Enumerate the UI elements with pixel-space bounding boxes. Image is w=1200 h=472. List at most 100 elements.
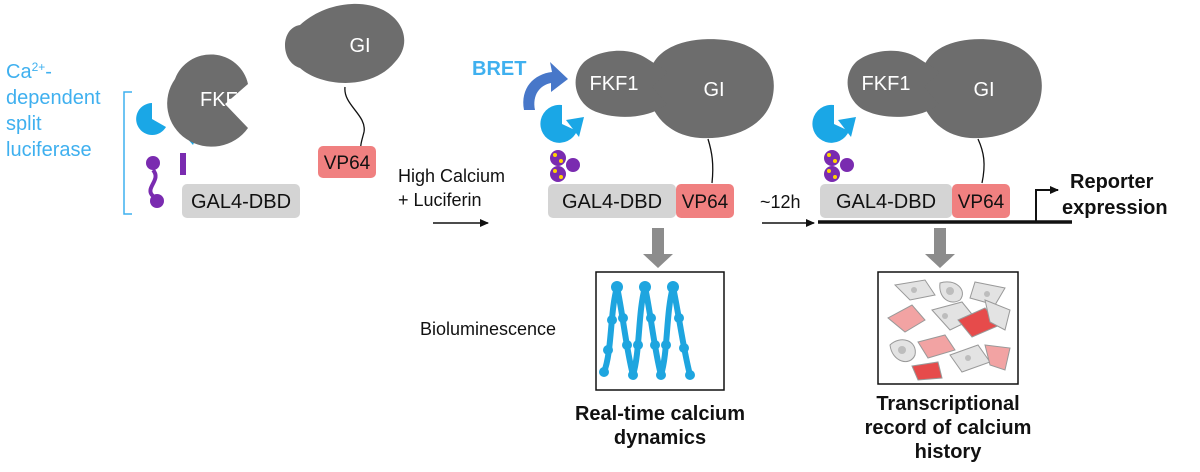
calmodulin-lobe-icon — [824, 166, 840, 182]
calmodulin-lobe-icon — [150, 194, 164, 208]
vp64-label: VP64 — [958, 192, 1005, 213]
cell-icon — [911, 361, 943, 381]
gi-label: GI — [349, 35, 370, 57]
fkf1-protein-shape — [575, 50, 668, 117]
gi-label: GI — [703, 79, 724, 101]
middle-panel: BRET GI FKF1 GAL4-DBD VP64 Bioluminescen… — [420, 39, 774, 449]
step2-label: ~12h — [760, 192, 801, 212]
step1-transition: High Calcium + Luciferin — [398, 166, 505, 227]
gal4-dbd-box — [548, 184, 676, 218]
m13-peptide-icon — [566, 158, 580, 172]
calcium-ion-icon — [559, 159, 563, 163]
nucleus — [946, 287, 954, 295]
luciferase-label-line4: luciferase — [6, 139, 92, 161]
left-panel: Ca2+- dependent split luciferase FKF1 GA… — [6, 3, 405, 218]
gi-protein-shape — [645, 39, 774, 139]
right-caption-line3: history — [915, 441, 983, 463]
calcium-ion-icon — [553, 169, 557, 173]
calmodulin-linker — [148, 168, 158, 198]
luciferase-label-line3: split — [6, 113, 42, 135]
fkf1-protein-shape — [847, 50, 940, 117]
trace-point — [618, 313, 628, 323]
gal4-dbd-box — [182, 184, 300, 218]
calcium-ion-icon — [827, 153, 831, 157]
gal4-dbd-box — [820, 184, 952, 218]
calcium-ion-icon — [833, 175, 837, 179]
step1-label-line2: + Luciferin — [398, 190, 482, 210]
luciferase-reconstituted-icon — [540, 104, 577, 143]
luciferase-reconstituted-icon — [812, 104, 849, 143]
right-panel: GI FKF1 GAL4-DBD VP64 Reporter expressio… — [812, 39, 1168, 463]
right-caption-line1: Transcriptional — [876, 393, 1019, 415]
calcium-ion-icon — [553, 153, 557, 157]
trace-point — [650, 340, 660, 350]
gi-protein-shape — [917, 39, 1042, 139]
calmodulin-icon — [146, 156, 160, 170]
nucleus — [911, 287, 917, 293]
trace-point — [674, 313, 684, 323]
bioluminescence-label: Bioluminescence — [420, 319, 556, 339]
gi-vp64-linker — [344, 86, 365, 151]
trace-point — [603, 345, 613, 355]
nucleus — [965, 355, 971, 361]
cell-nuclei — [898, 287, 990, 361]
luciferase-label-line1: Ca2+- — [6, 60, 52, 83]
bret-label: BRET — [472, 58, 526, 80]
gi-label: GI — [973, 79, 994, 101]
cell-population — [887, 279, 1011, 381]
step1-label-line1: High Calcium — [398, 166, 505, 186]
trace-point — [628, 370, 638, 380]
gal4-dbd-label: GAL4-DBD — [191, 191, 291, 213]
gi-protein-shape — [285, 3, 405, 83]
reporter-label-line1: Reporter — [1070, 171, 1154, 193]
fkf1-label: FKF1 — [862, 73, 911, 95]
gi-vp64-linker — [707, 138, 714, 184]
bioluminescence-plot-frame — [595, 271, 725, 391]
trace-point — [679, 343, 689, 353]
gal4-dbd-label: GAL4-DBD — [562, 191, 662, 213]
gal4-dbd-label: GAL4-DBD — [836, 191, 936, 213]
m13-peptide-icon — [180, 153, 186, 175]
bret-arrow-icon — [523, 62, 568, 110]
calmodulin-lobe-icon — [550, 166, 566, 182]
nucleus — [942, 313, 948, 319]
calcium-ion-icon — [833, 159, 837, 163]
luciferase-label-line2: dependent — [6, 87, 101, 109]
reporter-label-line2: expression — [1062, 197, 1168, 219]
calmodulin-icon — [824, 150, 840, 166]
middle-caption-line2: dynamics — [614, 427, 706, 449]
m13-peptide-icon — [840, 158, 854, 172]
cell-icon — [917, 334, 956, 359]
step2-transition: ~12h — [760, 192, 815, 227]
trace-point — [599, 367, 609, 377]
fkf1-label: FKF1 — [590, 73, 639, 95]
promoter-arrow-icon — [1035, 186, 1059, 222]
calmodulin-icon — [550, 150, 566, 166]
bioluminescence-trace — [601, 284, 693, 378]
trace-point — [622, 340, 632, 350]
luciferase-bracket — [123, 91, 132, 215]
trace-point — [639, 281, 651, 293]
cell-icon — [984, 344, 1011, 371]
calcium-ion-icon — [827, 169, 831, 173]
vp64-box — [318, 146, 376, 178]
vp64-label: VP64 — [682, 192, 729, 213]
trace-point — [656, 370, 666, 380]
luciferase-small-half-icon — [566, 117, 584, 137]
luciferase-small-half-icon — [838, 117, 856, 137]
vp64-box — [676, 184, 734, 218]
middle-caption-line1: Real-time calcium — [575, 403, 745, 425]
cell-icon — [887, 304, 926, 333]
trace-point — [611, 281, 623, 293]
trace-point — [685, 370, 695, 380]
trace-point — [607, 315, 617, 325]
vp64-box — [952, 184, 1010, 218]
fkf1-label: FKF1 — [200, 89, 249, 111]
vp64-label: VP64 — [324, 153, 371, 174]
trace-point — [633, 340, 643, 350]
trace-point — [646, 313, 656, 323]
readout-down-arrow-icon — [643, 228, 673, 268]
cell-record-frame — [877, 271, 1019, 385]
nucleus — [898, 346, 906, 354]
